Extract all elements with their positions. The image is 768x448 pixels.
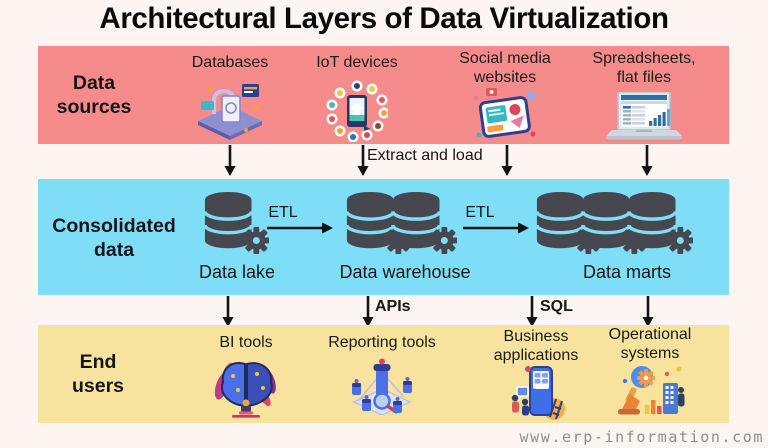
data-marts-label: Data marts (582, 262, 672, 282)
business-applications-icon (511, 366, 565, 420)
consolidated-data-band-label: Consolidated data (52, 215, 176, 261)
arrow-bi-tools-down-icon (221, 296, 235, 327)
arrow-social-down-icon (500, 145, 514, 176)
data-warehouse-icon (343, 190, 457, 256)
arrow-operational-down-icon (641, 296, 655, 327)
page-title: Architectural Layers of Data Virtualizat… (99, 2, 669, 35)
etl-arrow-2-icon (463, 222, 529, 234)
bi-tools-icon (214, 362, 276, 418)
data-lake-label: Data lake (198, 262, 276, 282)
arrow-spreadsheets-down-icon (640, 145, 654, 176)
reporting-tools-icon (352, 358, 412, 415)
reporting-tools-label: Reporting tools (328, 334, 436, 351)
data-sources-band: Data sources Databases IoT devices (38, 46, 729, 144)
etl-arrow-1-icon (267, 222, 333, 234)
social-media-websites-icon (473, 88, 538, 138)
operational-systems-icon (618, 366, 685, 415)
arrow-business-down-icon (525, 296, 539, 327)
bi-tools-label: BI tools (219, 334, 273, 351)
social-media-websites-label: Social media websites (459, 50, 551, 86)
data-lake-icon (201, 190, 269, 256)
arrow-reporting-down-icon (361, 296, 375, 327)
iot-devices-label: IoT devices (316, 54, 398, 71)
spreadsheets-flat-files-icon (606, 92, 682, 140)
apis-label: APIs (375, 298, 411, 315)
business-applications-label: Business applications (493, 328, 579, 364)
etl-label-2: ETL (465, 204, 495, 221)
operational-systems-label: Operational systems (608, 326, 692, 362)
databases-icon (198, 84, 262, 140)
consolidated-data-band: Consolidated data Data lake ETL Data war… (38, 179, 729, 295)
sql-label: SQL (540, 298, 573, 315)
data-sources-band-label: Data sources (56, 72, 132, 118)
watermark: www.erp-information.com (519, 428, 764, 446)
iot-devices-icon (326, 80, 388, 142)
extract-and-load-label: Extract and load (367, 147, 483, 164)
end-users-band: End users BI tools Reporting tools (38, 325, 729, 423)
arrow-databases-down-icon (223, 145, 237, 176)
data-marts-icon (533, 190, 693, 256)
databases-label: Databases (191, 54, 269, 71)
data-warehouse-label: Data warehouse (339, 262, 471, 282)
spreadsheets-flat-files-label: Spreadsheets, flat files (592, 50, 696, 86)
end-users-band-label: End users (71, 351, 125, 397)
etl-label-1: ETL (268, 204, 298, 221)
